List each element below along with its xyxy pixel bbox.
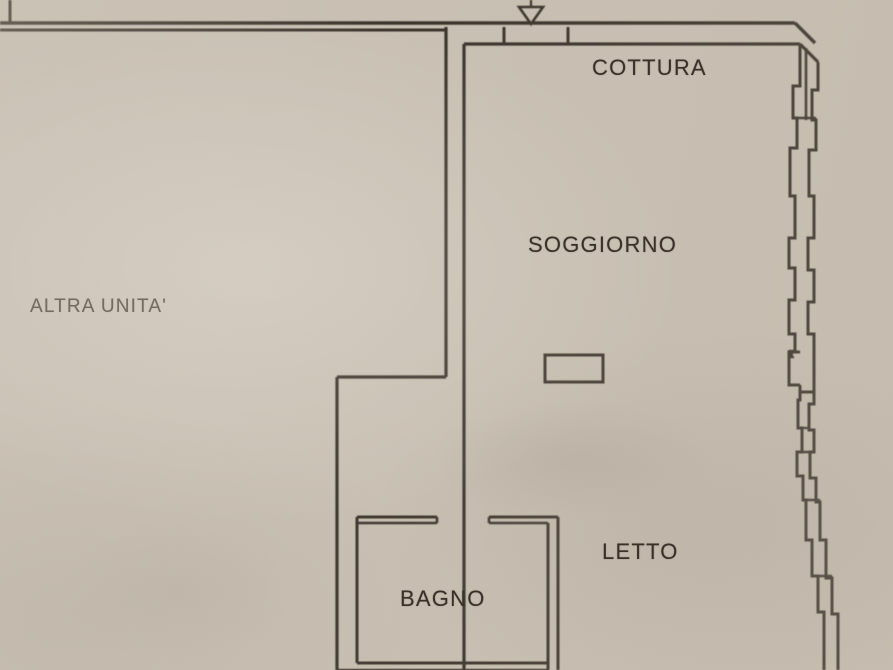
level-marker-icon	[516, 0, 546, 27]
top-right-chamfer	[798, 42, 820, 64]
right-exterior-wall	[787, 44, 840, 670]
top-outer-wall	[0, 21, 817, 45]
room-label-cottura: COTTURA	[592, 55, 707, 80]
bagno-walls	[337, 515, 560, 670]
party-wall-vertical	[335, 27, 448, 670]
rectangular-fixture	[543, 353, 605, 384]
room-label-bagno: BAGNO	[400, 586, 486, 611]
room-label-letto: LETTO	[602, 539, 679, 564]
room-label-soggiorno: SOGGIORNO	[528, 232, 678, 257]
cottura-niche-walls	[462, 27, 800, 670]
room-label-altra-unita: ALTRA UNITA'	[30, 296, 167, 317]
